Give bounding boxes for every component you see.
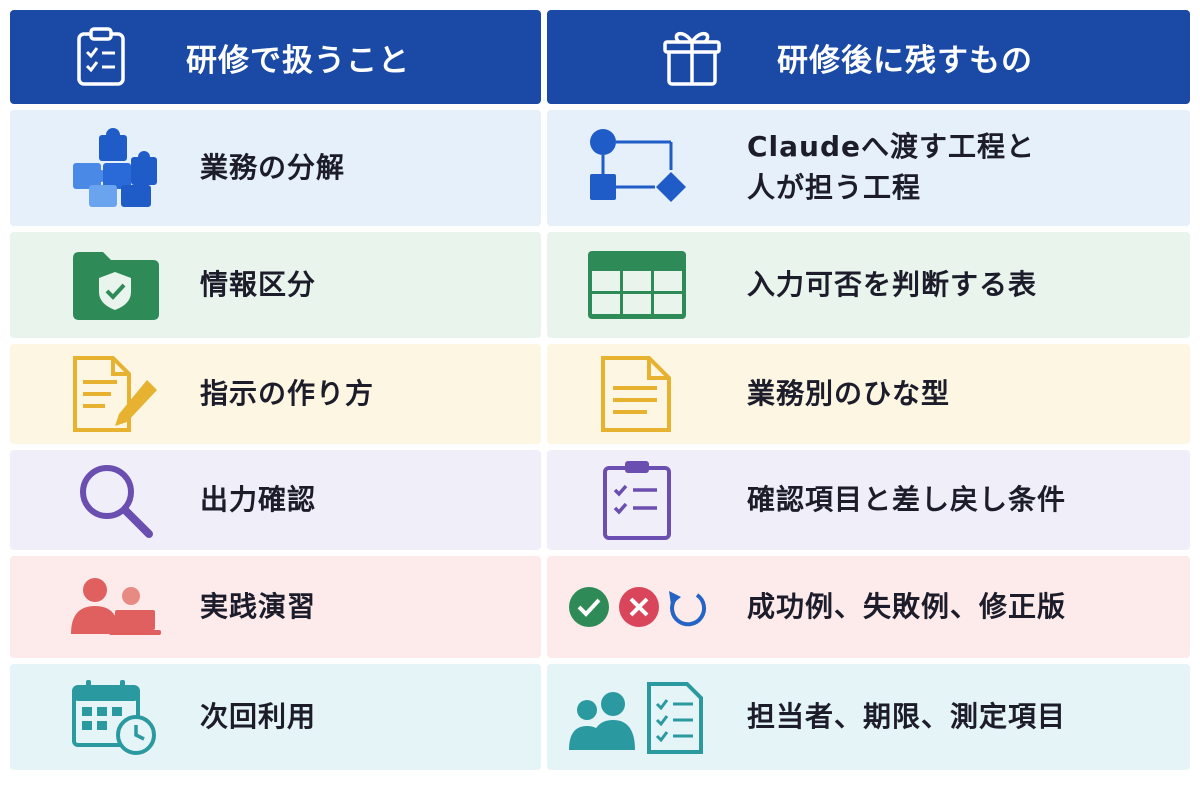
row-6-right-label: 担当者、期限、測定項目 (747, 699, 1067, 733)
gift-box-icon (647, 26, 737, 88)
flowchart-icon (567, 128, 707, 208)
table-icon (567, 249, 707, 321)
row-4-left-label: 出力確認 (200, 482, 317, 516)
comparison-table: 研修で扱うこと 研修後に残すもの (10, 10, 1190, 780)
people-checklist-icon (567, 680, 707, 754)
row-6-left-label: 次回利用 (200, 699, 317, 733)
folder-shield-icon (60, 248, 170, 322)
row-1-left: 業務の分解 (10, 110, 541, 226)
row-5-left-label: 実践演習 (200, 589, 317, 623)
row-1-left-label: 業務の分解 (200, 150, 346, 184)
row-3-right: 業務別のひな型 (547, 344, 1190, 444)
row-3-left-label: 指示の作り方 (200, 376, 375, 410)
clipboard-checklist-icon (56, 26, 146, 88)
row-2-left-label: 情報区分 (200, 267, 317, 301)
redo-arrow-icon (669, 591, 707, 627)
row-1-right-line-2: 人が担う工程 (747, 171, 922, 204)
puzzle-pieces-icon (60, 127, 170, 209)
row-4-right: 確認項目と差し戻し条件 (547, 450, 1190, 550)
document-pencil-icon (60, 354, 170, 434)
document-icon (567, 354, 707, 434)
row-2-right: 入力可否を判断する表 (547, 232, 1190, 338)
row-1-right-line-1: Claudeへ渡す工程と (747, 130, 1036, 164)
row-2-left: 情報区分 (10, 232, 541, 338)
row-6-right: 担当者、期限、測定項目 (547, 664, 1190, 770)
header-right: 研修後に残すもの (547, 10, 1190, 104)
people-laptop-icon (60, 576, 170, 638)
header-left: 研修で扱うこと (10, 10, 541, 104)
row-5-right: 成功例、失敗例、修正版 (547, 556, 1190, 658)
row-3-right-label: 業務別のひな型 (747, 376, 951, 410)
checklist-clipboard-icon (567, 458, 707, 542)
calendar-clock-icon (60, 677, 170, 757)
row-1-right: Claudeへ渡す工程と 人が担う工程 (547, 110, 1190, 226)
check-cross-redo-icon (567, 585, 717, 629)
magnifier-icon (60, 460, 170, 540)
row-3-left: 指示の作り方 (10, 344, 541, 444)
header-left-title: 研修で扱うこと (186, 42, 410, 79)
header-right-title: 研修後に残すもの (777, 42, 1033, 79)
row-2-right-label: 入力可否を判断する表 (747, 267, 1038, 301)
row-4-right-label: 確認項目と差し戻し条件 (747, 482, 1067, 516)
row-6-left: 次回利用 (10, 664, 541, 770)
cross-circle-icon (619, 587, 659, 627)
check-circle-icon (569, 587, 609, 627)
row-4-left: 出力確認 (10, 450, 541, 550)
row-1-right-label: Claudeへ渡す工程と 人が担う工程 (747, 127, 1035, 208)
row-5-left: 実践演習 (10, 556, 541, 658)
row-5-right-label: 成功例、失敗例、修正版 (747, 589, 1067, 623)
